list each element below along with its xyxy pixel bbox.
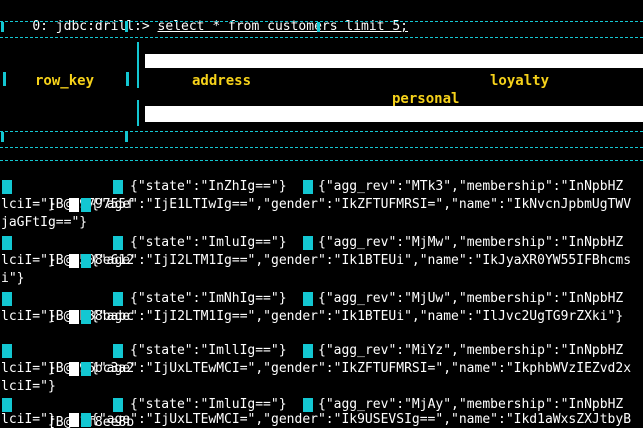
cell-border [303,344,313,358]
table-row: lciI="} [1,309,56,324]
table-row: i"} [1,271,25,286]
address-cell: {"state":"ImluIg=="} [130,235,287,250]
table-row: lciI="} [1,197,56,212]
separator-line [0,37,643,39]
cell-border [303,236,313,250]
column-header-row-key: row_key [35,73,95,89]
column-header-address: address [192,73,252,89]
table-row: lciI="} [1,253,56,268]
cell-border [69,413,79,427]
loyalty-cell: {"agg_rev":"MjMw","membership":"InNpbHZ [318,235,624,250]
header-band [145,54,643,68]
loyalty-cell: {"agg_rev":"MiYz","membership":"InNpbHZ [318,343,624,358]
border-bar [1,22,4,32]
header-band [145,106,643,122]
border-bar [125,22,128,32]
address-cell: {"state":"ImluIg=="} [130,397,287,412]
address-cell: {"state":"InZhIg=="} [130,179,287,194]
table-row: lciI="} [1,412,56,427]
cell-border [81,254,91,268]
address-cell: {"state":"ImllIg=="} [130,343,287,358]
cell-border [81,413,91,427]
cell-border [81,362,91,376]
border-bar [317,22,320,32]
personal-cell: {"age":"IjUxLTEwMCI=","gender":"Ik9USEVS… [91,412,632,427]
cell-border [69,254,79,268]
border-bar [126,72,129,86]
cell-border [113,180,123,194]
cell-border [2,180,12,194]
loyalty-cell: {"agg_rev":"MjUw","membership":"InNpbHZ [318,291,624,306]
border-bar [125,132,128,142]
personal-cell: {"age":"IjI2LTM1Ig==","gender":"Ik1BTEUi… [91,309,624,324]
cell-border [2,236,12,250]
table-row: lciI="} [1,379,56,394]
cell-border [69,362,79,376]
table-row: lciI="} [1,361,56,376]
cell-border [303,292,313,306]
personal-cell: {"age":"IjI2LTM1Ig==","gender":"Ik1BTEUi… [91,253,632,268]
cell-border [113,344,123,358]
cell-border [2,344,12,358]
cell-border [303,398,313,412]
personal-cell: {"age":"IjUxLTEwMCI=","gender":"IkZFTUFM… [91,361,632,376]
address-cell: {"state":"ImNhIg=="} [130,291,287,306]
cell-border [69,198,79,212]
cell-border [113,398,123,412]
loyalty-cell: {"agg_rev":"MTk3","membership":"InNpbHZ [318,179,624,194]
cell-border [113,292,123,306]
separator-line [0,160,643,162]
cell-border [2,292,12,306]
separator-line [0,131,643,133]
cell-border [113,236,123,250]
column-header-loyalty: loyalty [490,73,550,89]
border-bar [137,42,139,88]
cell-border [2,398,12,412]
loyalty-cell: {"agg_rev":"MjAy","membership":"InNpbHZ [318,397,624,412]
personal-cell: {"age":"IjE1LTIwIg==","gender":"IkZFTUFM… [91,197,632,212]
separator-line [0,147,643,149]
separator-line [0,21,643,23]
border-bar [1,132,4,142]
column-header-personal: personal [392,91,460,107]
cell-border [81,310,91,324]
border-bar [137,100,139,126]
cell-border [69,310,79,324]
cell-border [81,198,91,212]
table-row: jaGFtIg=="} [1,215,88,230]
border-bar [3,72,6,86]
command-line[interactable]: 0: jdbc:drill:> select * from customers … [1,0,408,34]
cell-border [303,180,313,194]
